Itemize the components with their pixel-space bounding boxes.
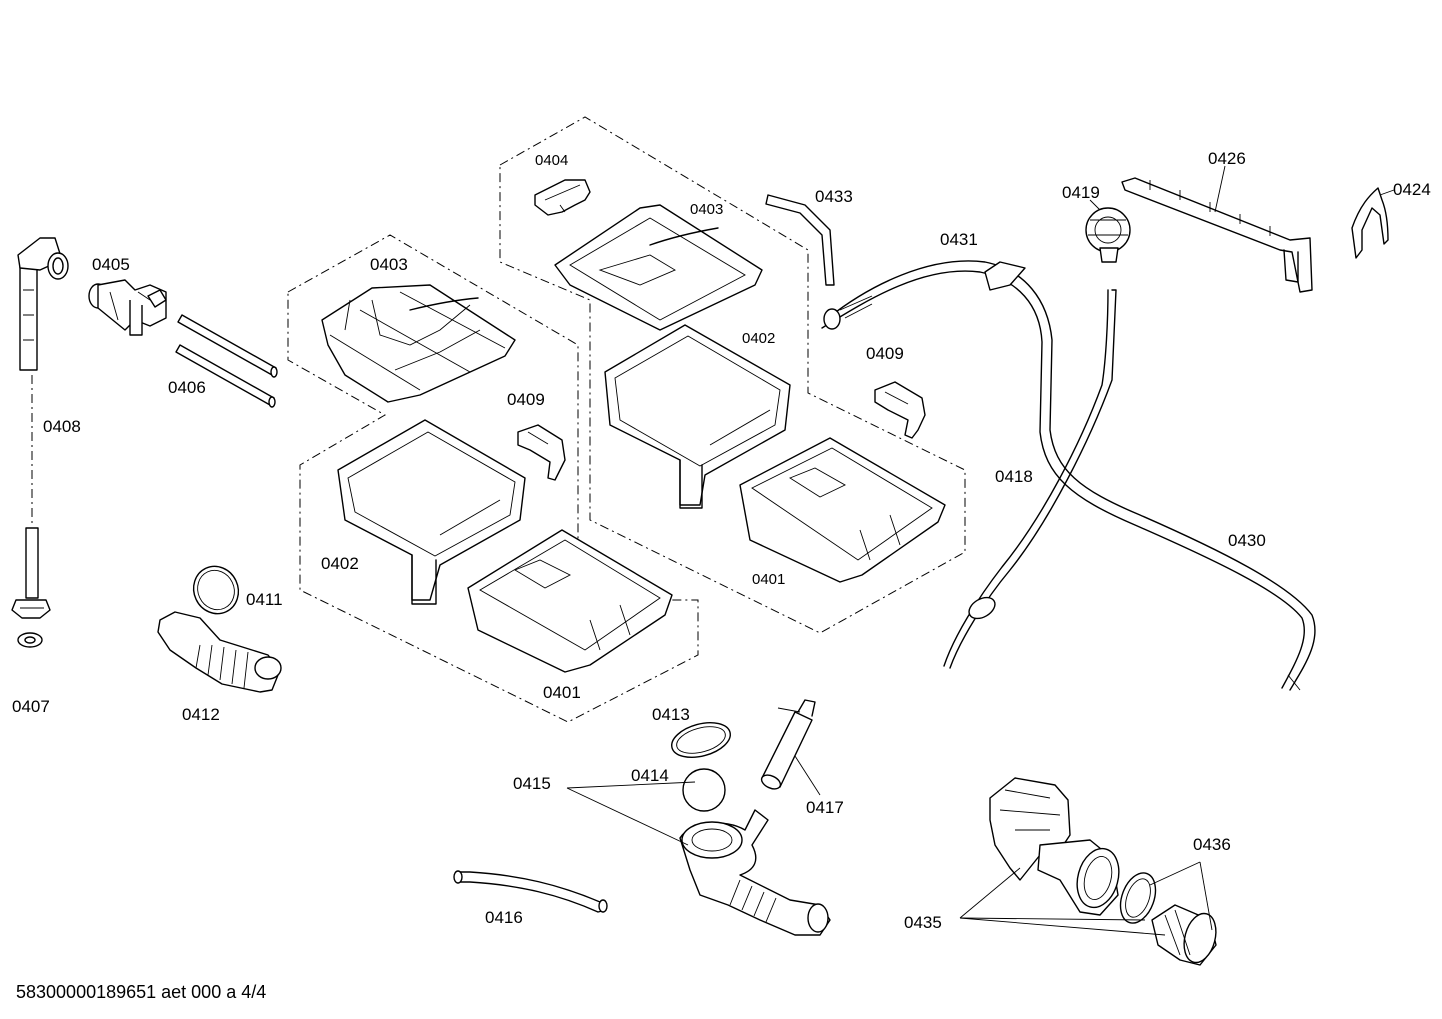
label-0413: 0413 — [652, 705, 690, 724]
siphon-cap-0409-right[interactable] — [874, 381, 926, 439]
label-0404: 0404 — [535, 152, 569, 169]
label-0415: 0415 — [513, 774, 551, 793]
hose-0431-0430[interactable] — [821, 260, 1316, 691]
label-0402-right: 0402 — [742, 330, 776, 347]
label-0409-right: 0409 — [866, 344, 904, 363]
dispenser-drawer-0402-right[interactable] — [604, 324, 791, 509]
label-0424: 0424 — [1393, 180, 1431, 199]
label-0407: 0407 — [12, 697, 50, 716]
label-0418: 0418 — [995, 467, 1033, 486]
label-0417: 0417 — [806, 798, 844, 817]
label-0435: 0435 — [904, 913, 942, 932]
label-0402-left: 0402 — [321, 554, 359, 573]
rods-0406[interactable] — [175, 314, 278, 408]
label-0414: 0414 — [631, 766, 669, 785]
label-0409-left: 0409 — [507, 390, 545, 409]
label-0431: 0431 — [940, 230, 978, 249]
seal-ring-0411[interactable] — [186, 559, 246, 621]
label-0416: 0416 — [485, 908, 523, 927]
label-0401-left: 0401 — [543, 683, 581, 702]
hook-0424[interactable] — [1351, 187, 1389, 259]
drawer-insert-0401-right[interactable] — [739, 437, 946, 583]
washer-0407[interactable] — [17, 632, 43, 648]
label-0433: 0433 — [815, 187, 853, 206]
label-0430: 0430 — [1228, 531, 1266, 550]
sump-0415[interactable] — [679, 809, 831, 936]
label-0401-right: 0401 — [752, 571, 786, 588]
dispenser-cover-0403-right[interactable] — [554, 204, 763, 331]
label-0405: 0405 — [92, 255, 130, 274]
assembly-outline-right — [499, 116, 966, 634]
inlet-valve-0405[interactable] — [88, 279, 167, 336]
hose-0408-upper[interactable] — [17, 237, 69, 371]
hose-0416[interactable] — [453, 870, 608, 913]
label-0411: 0411 — [246, 590, 283, 609]
dispenser-cover-0403-left[interactable] — [321, 284, 516, 403]
bellows-hose-0412[interactable] — [157, 611, 282, 693]
label-0406: 0406 — [168, 378, 206, 397]
ball-0414[interactable] — [682, 768, 726, 812]
label-0403-left: 0403 — [370, 255, 408, 274]
seal-ring-0413[interactable] — [668, 717, 734, 763]
tube-0418[interactable] — [943, 289, 1117, 669]
dispenser-drawer-0402-left[interactable] — [337, 419, 526, 605]
drain-pump-0435[interactable] — [989, 777, 1125, 916]
drawer-insert-0401-left[interactable] — [467, 529, 673, 673]
label-0419: 0419 — [1062, 183, 1100, 202]
label-0408: 0408 — [43, 417, 81, 436]
label-0412: 0412 — [182, 705, 220, 724]
tube-0417[interactable] — [759, 699, 816, 792]
label-0436: 0436 — [1193, 835, 1231, 854]
assembly-outline-left — [287, 234, 699, 723]
drawing-id: 58300000189651 aet 000 a 4/4 — [16, 982, 267, 1002]
hose-0408-lower[interactable] — [11, 527, 51, 619]
leader-lines — [566, 165, 1395, 936]
clip-0404[interactable] — [534, 179, 591, 216]
pressure-switch-0419[interactable] — [1085, 207, 1131, 263]
rail-0426[interactable] — [1121, 177, 1313, 293]
siphon-cap-0409-left[interactable] — [517, 424, 566, 481]
label-0403-right: 0403 — [690, 201, 724, 218]
filter-0436[interactable] — [1114, 868, 1221, 966]
label-0426: 0426 — [1208, 149, 1246, 168]
hose-0433[interactable] — [765, 194, 835, 286]
